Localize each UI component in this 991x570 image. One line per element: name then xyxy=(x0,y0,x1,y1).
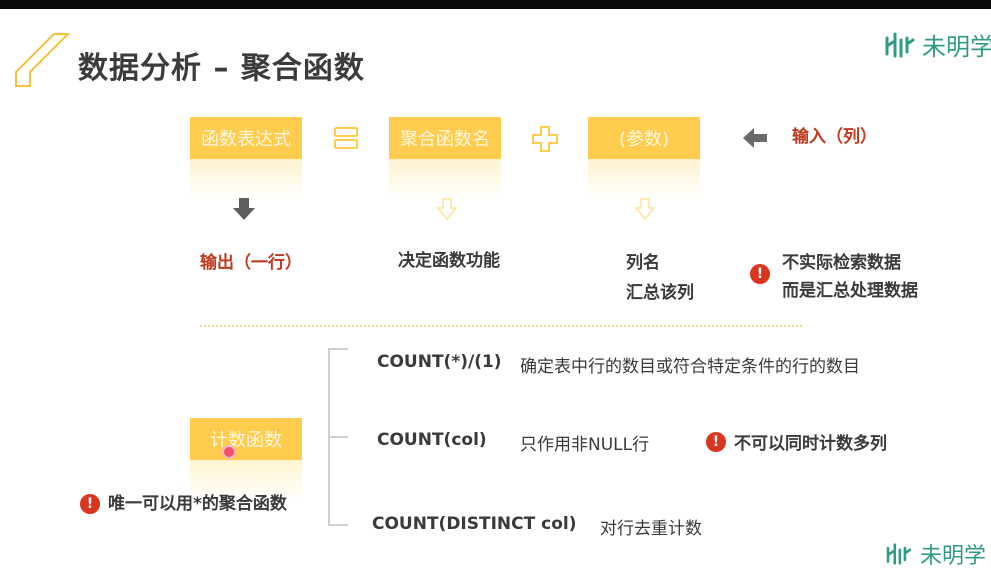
top-bar xyxy=(0,0,991,9)
input-label: 输入（列） xyxy=(792,127,877,147)
parameter-label-summary: 汇总该列 xyxy=(626,283,694,303)
count-star-desc: 确定表中行的数目或符合特定条件的行的数目 xyxy=(520,357,860,377)
count-col-code: COUNT(col) xyxy=(377,430,487,450)
down-arrow-outline-icon xyxy=(634,198,656,220)
count-col-desc: 只作用非NULL行 xyxy=(520,435,650,455)
plus-icon xyxy=(532,126,558,152)
bracket-tick xyxy=(328,524,348,526)
warning-line-2: 而是汇总处理数据 xyxy=(782,281,918,301)
aggregate-function-name-box: 聚合函数名 xyxy=(389,117,501,199)
down-arrow-outline-icon xyxy=(436,198,458,220)
brand-logo-bottom: 未明学 xyxy=(884,538,986,570)
brand-text: 未明学 xyxy=(920,544,987,569)
page-title: 数据分析 – 聚合函数 xyxy=(78,51,365,86)
bracket-tick xyxy=(328,348,348,350)
count-star-code: COUNT(*)/(1) xyxy=(377,352,502,372)
bracket-tick xyxy=(328,436,348,438)
brand-text: 未明学 xyxy=(922,33,991,61)
brand-logo: 未明学 xyxy=(884,27,991,62)
function-purpose-label: 决定函数功能 xyxy=(398,251,500,271)
section-divider xyxy=(200,325,802,327)
brand-logo-icon xyxy=(885,32,915,57)
count-function-box: 计数函数 xyxy=(190,418,302,500)
count-warning: 不可以同时计数多列 xyxy=(734,434,887,454)
equals-icon xyxy=(334,127,358,149)
function-expression-box: 函数表达式 xyxy=(190,117,302,199)
count-distinct-desc: 对行去重计数 xyxy=(600,519,702,539)
warning-line-1: 不实际检索数据 xyxy=(782,253,901,273)
mouse-cursor-indicator xyxy=(222,445,236,459)
warning-icon: ! xyxy=(706,432,726,452)
parameter-label-column-name: 列名 xyxy=(626,253,660,273)
slash-decoration-icon xyxy=(15,33,71,87)
output-label: 输出（一行） xyxy=(200,253,302,273)
count-star-note: 唯一可以用*的聚合函数 xyxy=(108,494,287,514)
brand-logo-icon xyxy=(886,543,912,565)
warning-icon: ! xyxy=(80,494,100,514)
count-distinct-code: COUNT(DISTINCT col) xyxy=(372,514,577,534)
warning-icon: ! xyxy=(750,264,770,284)
left-arrow-icon xyxy=(743,128,767,148)
parameter-box: (参数) xyxy=(588,117,700,199)
down-arrow-icon xyxy=(233,198,255,220)
